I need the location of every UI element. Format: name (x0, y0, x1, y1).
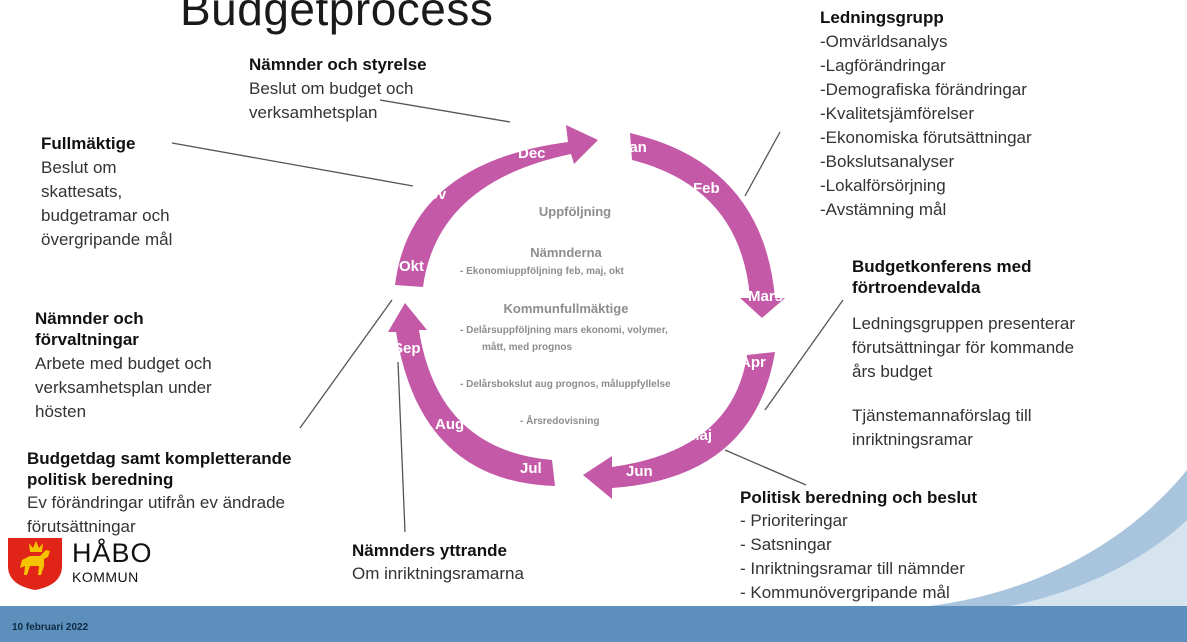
budgetkonferens-line3: års budget (852, 362, 933, 381)
ledningsgrupp-item: -Kvalitetsjämförelser (820, 104, 974, 123)
logo-crown-icon (29, 541, 43, 552)
center-namnderna: Nämnderna (530, 245, 602, 260)
logo-horse-icon (20, 550, 50, 575)
center-kf-item3: - Årsredovisning (520, 414, 599, 427)
logo-name: HÅBO (72, 538, 153, 568)
politisk-beredning-block: Politisk beredning och beslut - Priorite… (740, 487, 977, 605)
namnders-yttrande-line1: Om inriktningsramarna (352, 564, 524, 583)
ledningsgrupp-block: Ledningsgrupp -Omvärldsanalys -Lagföränd… (820, 7, 1032, 222)
month-nov: Nov (418, 186, 447, 203)
center-kf-item1b: mått, med prognos (482, 341, 572, 353)
center-kf-item1a: - Delårsuppföljning mars ekonomi, volyme… (460, 324, 668, 336)
budgetkonferens-line5: inriktningsramar (852, 430, 973, 449)
center-kf: Kommunfullmäktige (504, 301, 629, 316)
namnder-forvaltningar-block: Nämnder och förvaltningar Arbete med bud… (35, 308, 212, 424)
ledningsgrupp-item: -Lokalförsörjning (820, 176, 946, 195)
month-okt: Okt (399, 258, 424, 275)
arrow-jul-okt (388, 303, 555, 486)
fullmaktige-block: Fullmäktige Beslut om skattesats, budget… (41, 133, 172, 252)
center-kf-item2: - Delårsbokslut aug prognos, måluppfylle… (460, 378, 671, 390)
budgetdag-heading2: politisk beredning (27, 470, 174, 489)
month-apr: Apr (740, 354, 766, 371)
namnder-forvaltningar-line1: Arbete med budget och (35, 354, 212, 373)
month-sep: Sep (393, 340, 421, 357)
connector-fullmaktige (171, 142, 414, 187)
budgetkonferens-line1: Ledningsgruppen presenterar (852, 314, 1076, 333)
connector-budgetkonferens (764, 299, 844, 411)
month-labels: Jan Feb Mars Apr Maj Jun Jul Aug Sep Okt… (393, 139, 783, 480)
month-jul: Jul (520, 460, 542, 477)
politisk-beredning-item: - Kommunövergripande mål (740, 583, 950, 602)
namnder-styrelse-heading: Nämnder och styrelse (249, 55, 427, 74)
page-title: Budgetprocess (180, 0, 494, 35)
namnder-forvaltningar-heading2: förvaltningar (35, 330, 139, 349)
logo-sub: KOMMUN (72, 569, 139, 585)
month-jun: Jun (626, 463, 653, 480)
budgetdag-line1: Ev förändringar utifrån ev ändrade (27, 493, 285, 512)
connector-politisk-beredning (724, 449, 807, 486)
connector-namnders-yttrande (397, 361, 406, 533)
arrow-apr-jul (583, 352, 775, 499)
budgetdag-heading1: Budgetdag samt kompletterande (27, 449, 292, 468)
budgetkonferens-line2: förutsättningar för kommande (852, 338, 1075, 357)
budgetkonferens-heading2: förtroendevalda (852, 278, 981, 297)
namnder-styrelse-block: Nämnder och styrelse Beslut om budget oc… (249, 54, 427, 125)
center-text: Uppföljning Nämnderna - Ekonomiuppföljni… (460, 204, 671, 427)
connector-lines (171, 99, 844, 533)
ledningsgrupp-item: -Demografiska förändringar (820, 80, 1027, 99)
politisk-beredning-item: - Inriktningsramar till nämnder (740, 559, 965, 578)
budgetkonferens-block: Budgetkonferens med förtroendevalda Ledn… (852, 256, 1075, 452)
fullmaktige-line2: skattesats, (41, 182, 123, 201)
ledningsgrupp-item: -Ekonomiska förutsättningar (820, 128, 1032, 147)
arrow-okt-jan (395, 125, 598, 287)
center-namnderna-item: - Ekonomiuppföljning feb, maj, okt (460, 266, 625, 277)
month-maj: Maj (687, 427, 712, 444)
namnder-styrelse-line2: verksamhetsplan (249, 103, 378, 122)
fullmaktige-line1: Beslut om (41, 158, 117, 177)
ledningsgrupp-heading: Ledningsgrupp (820, 8, 944, 27)
fullmaktige-heading: Fullmäktige (41, 134, 136, 153)
budgetkonferens-heading1: Budgetkonferens med (852, 257, 1032, 276)
namnders-yttrande-heading: Nämnders yttrande (352, 541, 507, 560)
month-aug: Aug (435, 416, 464, 433)
ledningsgrupp-item: -Bokslutsanalyser (820, 152, 955, 171)
month-feb: Feb (693, 180, 720, 197)
footer-swoosh-light (1010, 520, 1187, 606)
budgetdag-line2: förutsättningar (27, 517, 136, 536)
budgetkonferens-line4: Tjänstemannaförslag till (852, 406, 1032, 425)
fullmaktige-line4: övergripande mål (41, 230, 173, 249)
politisk-beredning-item: - Satsningar (740, 535, 832, 554)
ledningsgrupp-item: -Omvärldsanalys (820, 32, 948, 51)
budgetdag-block: Budgetdag samt kompletterande politisk b… (27, 448, 292, 539)
footer-date: 10 februari 2022 (12, 622, 89, 633)
politisk-beredning-item: - Prioriteringar (740, 511, 848, 530)
center-uppfoljning: Uppföljning (539, 204, 611, 219)
namnder-styrelse-line1: Beslut om budget och (249, 79, 414, 98)
arrow-jan-apr (630, 133, 785, 318)
footer-band (0, 606, 1187, 642)
month-dec: Dec (518, 145, 546, 162)
ledningsgrupp-item: -Avstämning mål (820, 200, 947, 219)
namnder-forvaltningar-line2: verksamhetsplan under (35, 378, 212, 397)
ledningsgrupp-item: -Lagförändringar (820, 56, 946, 75)
connector-namnder-styrelse (379, 99, 511, 123)
connector-namnder-forvaltningar (299, 299, 393, 429)
logo-shield (8, 538, 62, 590)
namnder-forvaltningar-heading1: Nämnder och (35, 309, 144, 328)
fullmaktige-line3: budgetramar och (41, 206, 170, 225)
month-mars: Mars (748, 288, 783, 305)
cycle-arrows (388, 125, 785, 499)
namnder-forvaltningar-line3: hösten (35, 402, 87, 421)
namnders-yttrande-block: Nämnders yttrande Om inriktningsramarna (352, 540, 524, 586)
connector-ledningsgrupp (744, 131, 781, 197)
month-jan: Jan (621, 139, 647, 156)
politisk-beredning-heading: Politisk beredning och beslut (740, 488, 978, 507)
